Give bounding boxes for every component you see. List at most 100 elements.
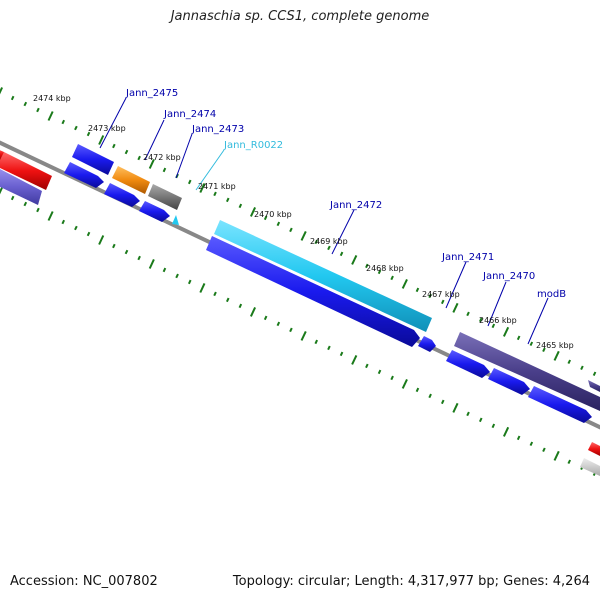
gene-jann-2472b	[206, 236, 420, 347]
scale-tick	[98, 235, 105, 245]
scale-tick	[401, 278, 408, 289]
scale-tick	[47, 211, 54, 221]
kbp-label: 2467 kbp	[422, 290, 460, 299]
scale-tick	[10, 95, 15, 101]
scale-tick	[529, 441, 534, 447]
scale-tick	[502, 326, 510, 337]
scale-tick	[162, 267, 167, 273]
scale-tick	[199, 282, 206, 293]
accession-text: Accession: NC_007802	[10, 574, 158, 589]
gene-jann-2473	[148, 184, 182, 210]
scale-tick	[516, 435, 521, 441]
scale-tick	[428, 293, 432, 299]
kbp-label: 2471 kbp	[198, 182, 236, 191]
gene-label-jann-2470[interactable]: Jann_2470	[482, 271, 535, 282]
gene-label-jann-r0022[interactable]: Jann_R0022	[223, 140, 283, 151]
scale-tick	[148, 258, 155, 269]
scale-tick	[0, 87, 4, 95]
gene-label-jann-2472[interactable]: Jann_2472	[329, 200, 382, 211]
scale-tick	[199, 182, 206, 193]
scale-tick	[415, 387, 420, 393]
scale-tick	[502, 426, 510, 437]
scale-tick	[137, 155, 141, 161]
scale-tick	[580, 365, 584, 371]
gene-jann-2471	[418, 336, 436, 352]
scale-tick	[390, 375, 394, 381]
scale-tick	[225, 197, 230, 203]
scale-tick	[61, 219, 66, 225]
gene-label-jann-2473[interactable]: Jann_2473	[191, 124, 244, 135]
scale-tick	[124, 249, 129, 255]
scale-tick	[327, 345, 331, 351]
scale-tick	[542, 447, 546, 453]
feature-silver-right	[580, 458, 600, 476]
scale-tick	[440, 299, 445, 305]
feature-red-left-small	[0, 150, 4, 160]
scale-tick	[401, 378, 408, 389]
scale-tick	[249, 306, 257, 317]
gene-jann-2475	[72, 144, 114, 175]
scale-tick	[289, 327, 293, 333]
scale-tick	[365, 363, 369, 369]
gene-labels: Jann_2475 Jann_2474 Jann_2473 Jann_R0022…	[125, 88, 566, 300]
feature-purple-left	[0, 169, 42, 205]
scale-labels: 2474 kbp 2473 kbp 2472 kbp 2471 kbp 2470…	[33, 94, 574, 350]
features	[0, 144, 600, 476]
scale-tick	[553, 450, 560, 461]
kbp-label: 2470 kbp	[254, 210, 292, 219]
scale-tick	[440, 399, 445, 405]
gene-jann-2474	[112, 166, 150, 194]
scale-tick	[213, 291, 217, 297]
scale-tick	[327, 245, 331, 251]
scale-tick	[339, 351, 344, 357]
scale-tick	[0, 187, 4, 195]
scale-tick	[23, 201, 28, 207]
scale-tick	[86, 131, 91, 137]
scale-tick	[289, 227, 293, 233]
scale-tick	[175, 273, 179, 279]
scale-tick	[452, 302, 459, 313]
scale-tick	[466, 411, 470, 417]
gene-label-jann-2474[interactable]: Jann_2474	[163, 109, 216, 120]
feature-red-right	[588, 442, 600, 456]
scale-tick	[516, 335, 521, 341]
scale-tick	[491, 323, 496, 329]
scale-tick	[377, 369, 382, 375]
scale-tick	[567, 359, 572, 365]
scale-tick	[478, 417, 483, 423]
kbp-label: 2473 kbp	[88, 124, 126, 133]
scale-tick	[61, 119, 66, 125]
scale-tick	[390, 275, 394, 281]
gene-label-jann-2475[interactable]: Jann_2475	[125, 88, 178, 99]
scale-tick	[377, 269, 382, 275]
scale-tick	[225, 297, 230, 303]
scale-tick	[10, 195, 15, 201]
gene-jann-r0022	[172, 215, 179, 225]
scale-tick	[452, 402, 459, 413]
scale-tick	[124, 149, 129, 155]
scale-tick	[491, 423, 496, 429]
gene-jann-2472	[214, 220, 432, 332]
scale-tick	[74, 225, 78, 231]
scale-tick	[478, 317, 483, 323]
kbp-label: 2465 kbp	[536, 341, 574, 350]
scale-tick	[187, 279, 192, 285]
gene-jann-2474b	[104, 183, 140, 207]
scale-tick	[300, 330, 307, 341]
scale-tick	[23, 101, 28, 107]
scale-tick	[415, 287, 420, 293]
scale-tick	[148, 158, 155, 169]
gene-label-modb[interactable]: modB	[537, 289, 566, 300]
scale-tick	[314, 239, 319, 245]
gene-label-jann-2471[interactable]: Jann_2471	[441, 252, 494, 263]
scale-tick	[529, 341, 534, 347]
scale-tick	[466, 311, 470, 317]
scale-tick	[276, 221, 281, 227]
scale-tick	[276, 321, 281, 327]
scale-tick	[86, 231, 91, 237]
scale-tick	[238, 303, 243, 309]
scale-tick	[542, 347, 546, 353]
gene-jann-2473b	[139, 201, 170, 222]
scale-tick	[351, 254, 358, 265]
